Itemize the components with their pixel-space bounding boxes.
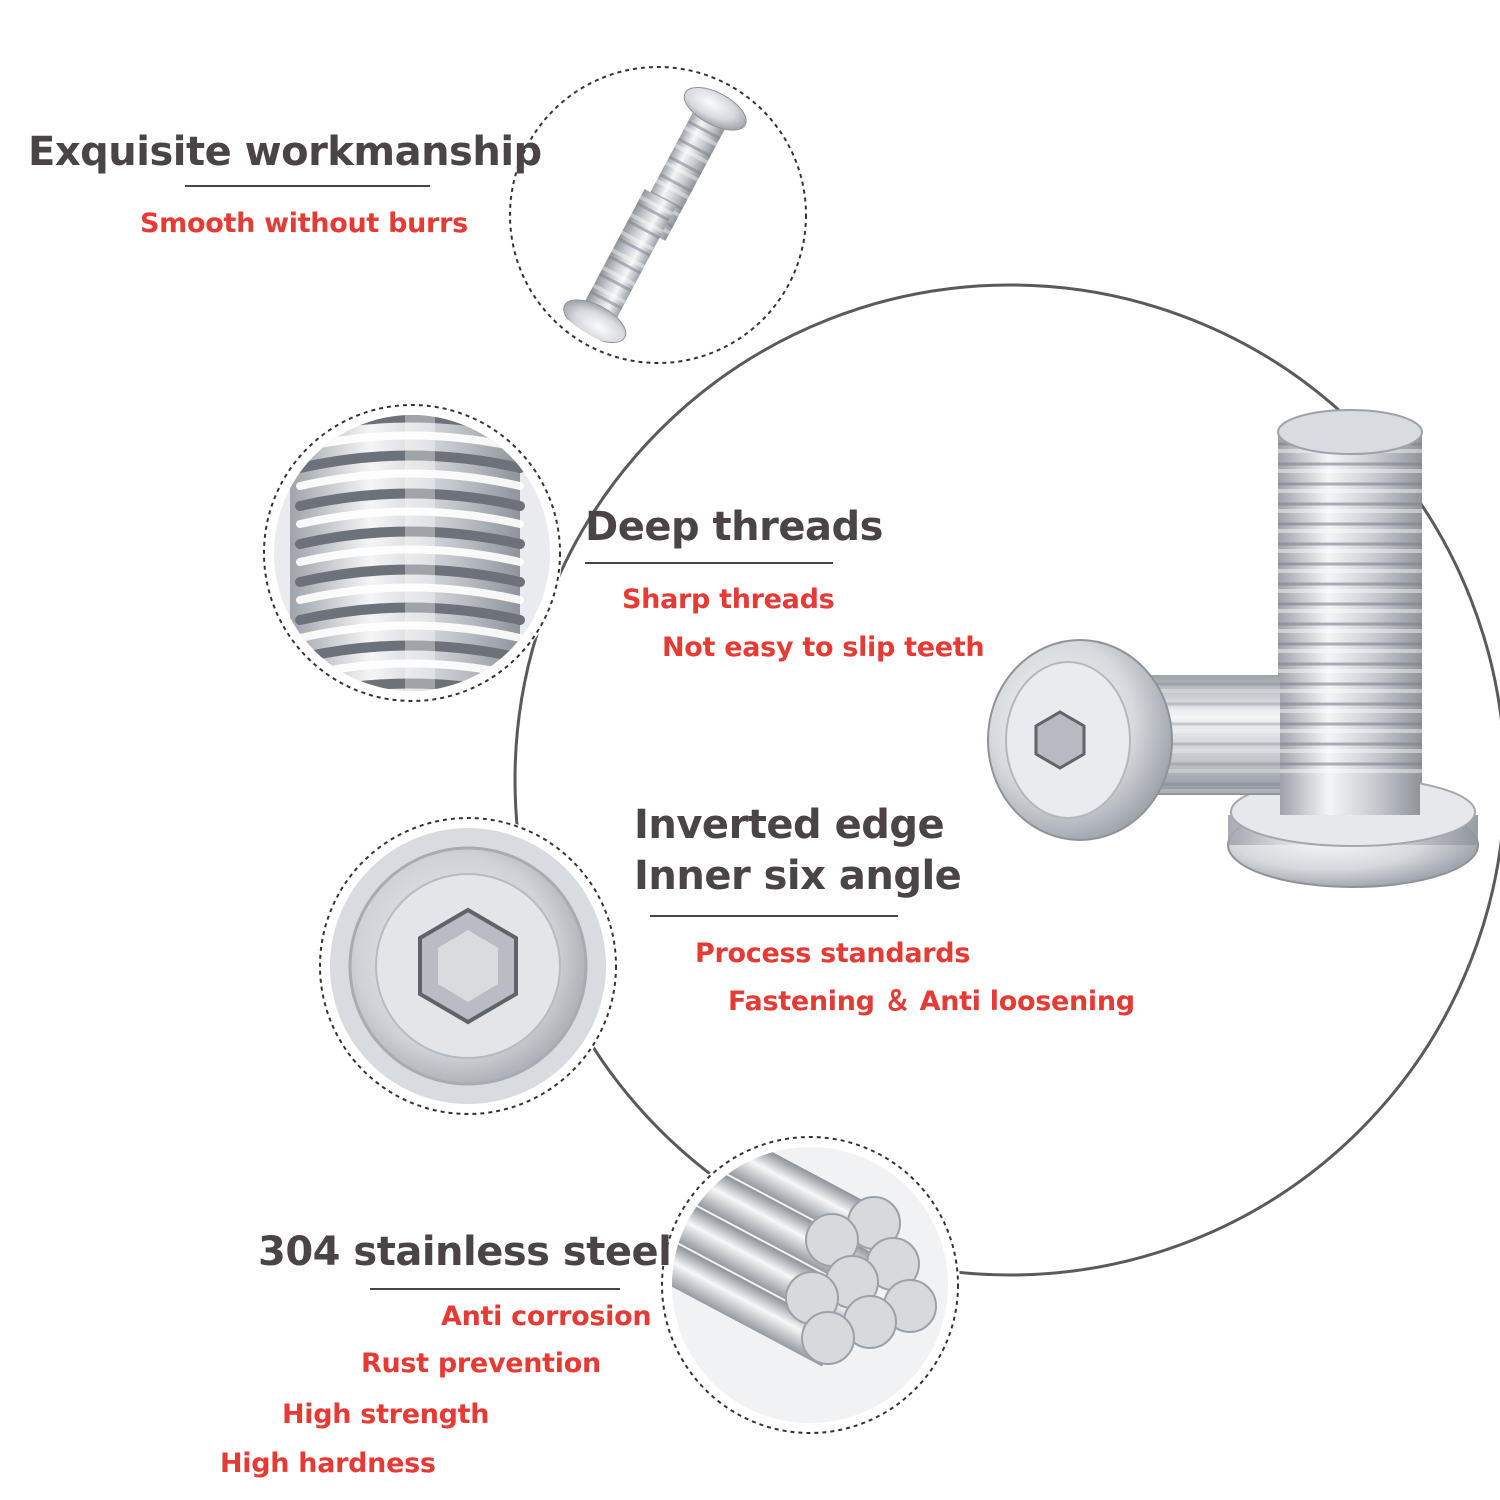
feature-3-underline xyxy=(650,915,898,917)
feature-4-point-4: High hardness xyxy=(220,1448,436,1479)
thread-closeup-icon xyxy=(274,415,550,691)
feature-4-underline xyxy=(370,1288,620,1290)
steel-rods-icon xyxy=(672,1147,948,1423)
feature-3-heading-line-2: Inner six angle xyxy=(634,853,962,899)
feature-3-point-2: Fastening ＆ Anti loosening xyxy=(728,986,1135,1017)
feature-2-heading: Deep threads xyxy=(585,504,883,550)
feature-3-point-1: Process standards xyxy=(695,938,971,969)
connector-ring xyxy=(513,283,1500,1277)
feature-4-point-1: Anti corrosion xyxy=(441,1301,652,1332)
feature-4-point-2: Rust prevention xyxy=(361,1348,601,1379)
feature-4-heading: 304 stainless steel xyxy=(258,1229,672,1275)
feature-2-point-1: Sharp threads xyxy=(622,584,835,615)
hex-socket-head-icon xyxy=(330,828,606,1104)
screw-product-icon xyxy=(987,409,1479,888)
feature-1-heading: Exquisite workmanship xyxy=(28,129,542,175)
feature-1-underline xyxy=(185,185,430,187)
feature-3-heading: Inverted edge xyxy=(634,802,945,848)
feature-2-underline xyxy=(585,562,833,564)
feature-4-point-3: High strength xyxy=(282,1399,490,1430)
screw-pair-icon xyxy=(563,86,747,344)
feature-1-point-1: Smooth without burrs xyxy=(140,208,468,239)
feature-2-point-2: Not easy to slip teeth xyxy=(662,632,985,663)
